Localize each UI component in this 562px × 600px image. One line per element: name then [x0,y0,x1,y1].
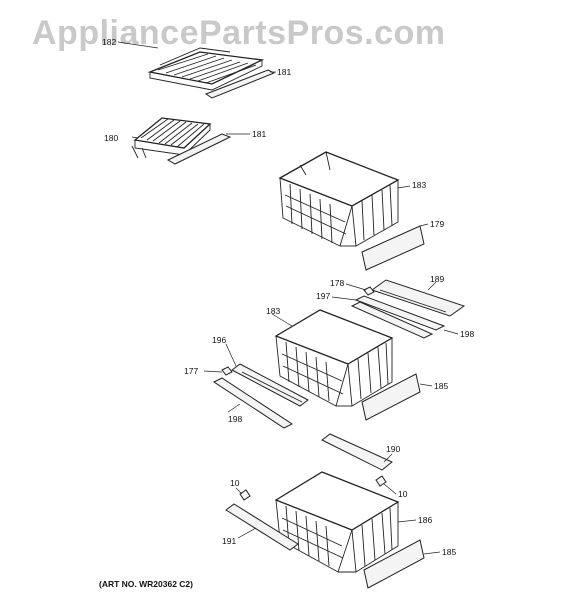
leader-lines [117,41,459,555]
watermark-logo: AppliancePartsPros.com [32,14,446,52]
callout-181-lower: 181 [252,129,266,139]
basket-186-lower [274,471,400,573]
cover-190 [321,433,393,471]
clip-10-right [375,475,387,487]
callout-197: 197 [316,291,330,301]
shelf-182 [147,47,265,91]
callout-183-upper: 183 [412,180,426,190]
art-number-label: (ART NO. WR20362 C2) [99,579,193,589]
basket-183-middle [274,309,394,407]
callout-181-top: 181 [277,67,291,77]
clip-177 [221,366,233,376]
callout-179: 179 [430,219,444,229]
basket-front-185-middle [361,373,421,421]
callout-185-middle: 185 [434,381,448,391]
rail-198-right [350,295,446,339]
basket-front-179 [361,225,425,271]
callout-182: 182 [102,37,116,47]
basket-183-upper [278,151,400,247]
callout-185-lower: 185 [442,547,456,557]
callout-178: 178 [330,278,344,288]
rail-191 [225,503,299,551]
callout-191: 191 [222,536,236,546]
callout-10-right: 10 [398,489,408,499]
shelf-trim-181-top [204,69,276,99]
callout-180: 180 [104,133,118,143]
shelf-180 [131,117,212,159]
callout-196: 196 [212,335,226,345]
callout-183-middle: 183 [266,306,280,316]
callout-186: 186 [418,515,432,525]
clip-10-left [239,489,251,501]
callout-198-left: 198 [228,414,242,424]
rail-198-left [212,377,294,429]
callout-189: 189 [430,274,444,284]
basket-front-185-lower [363,539,425,589]
callout-177: 177 [184,366,198,376]
rail-196 [231,363,309,407]
clip-178 [363,286,375,296]
rail-189 [370,279,466,317]
callout-labels: 182 181 180 181 183 179 178 189 197 198 … [102,37,474,557]
shelf-trim-181-lower [166,133,232,165]
callout-198-right: 198 [460,329,474,339]
callout-10-left: 10 [230,478,240,488]
callout-190: 190 [386,444,400,454]
